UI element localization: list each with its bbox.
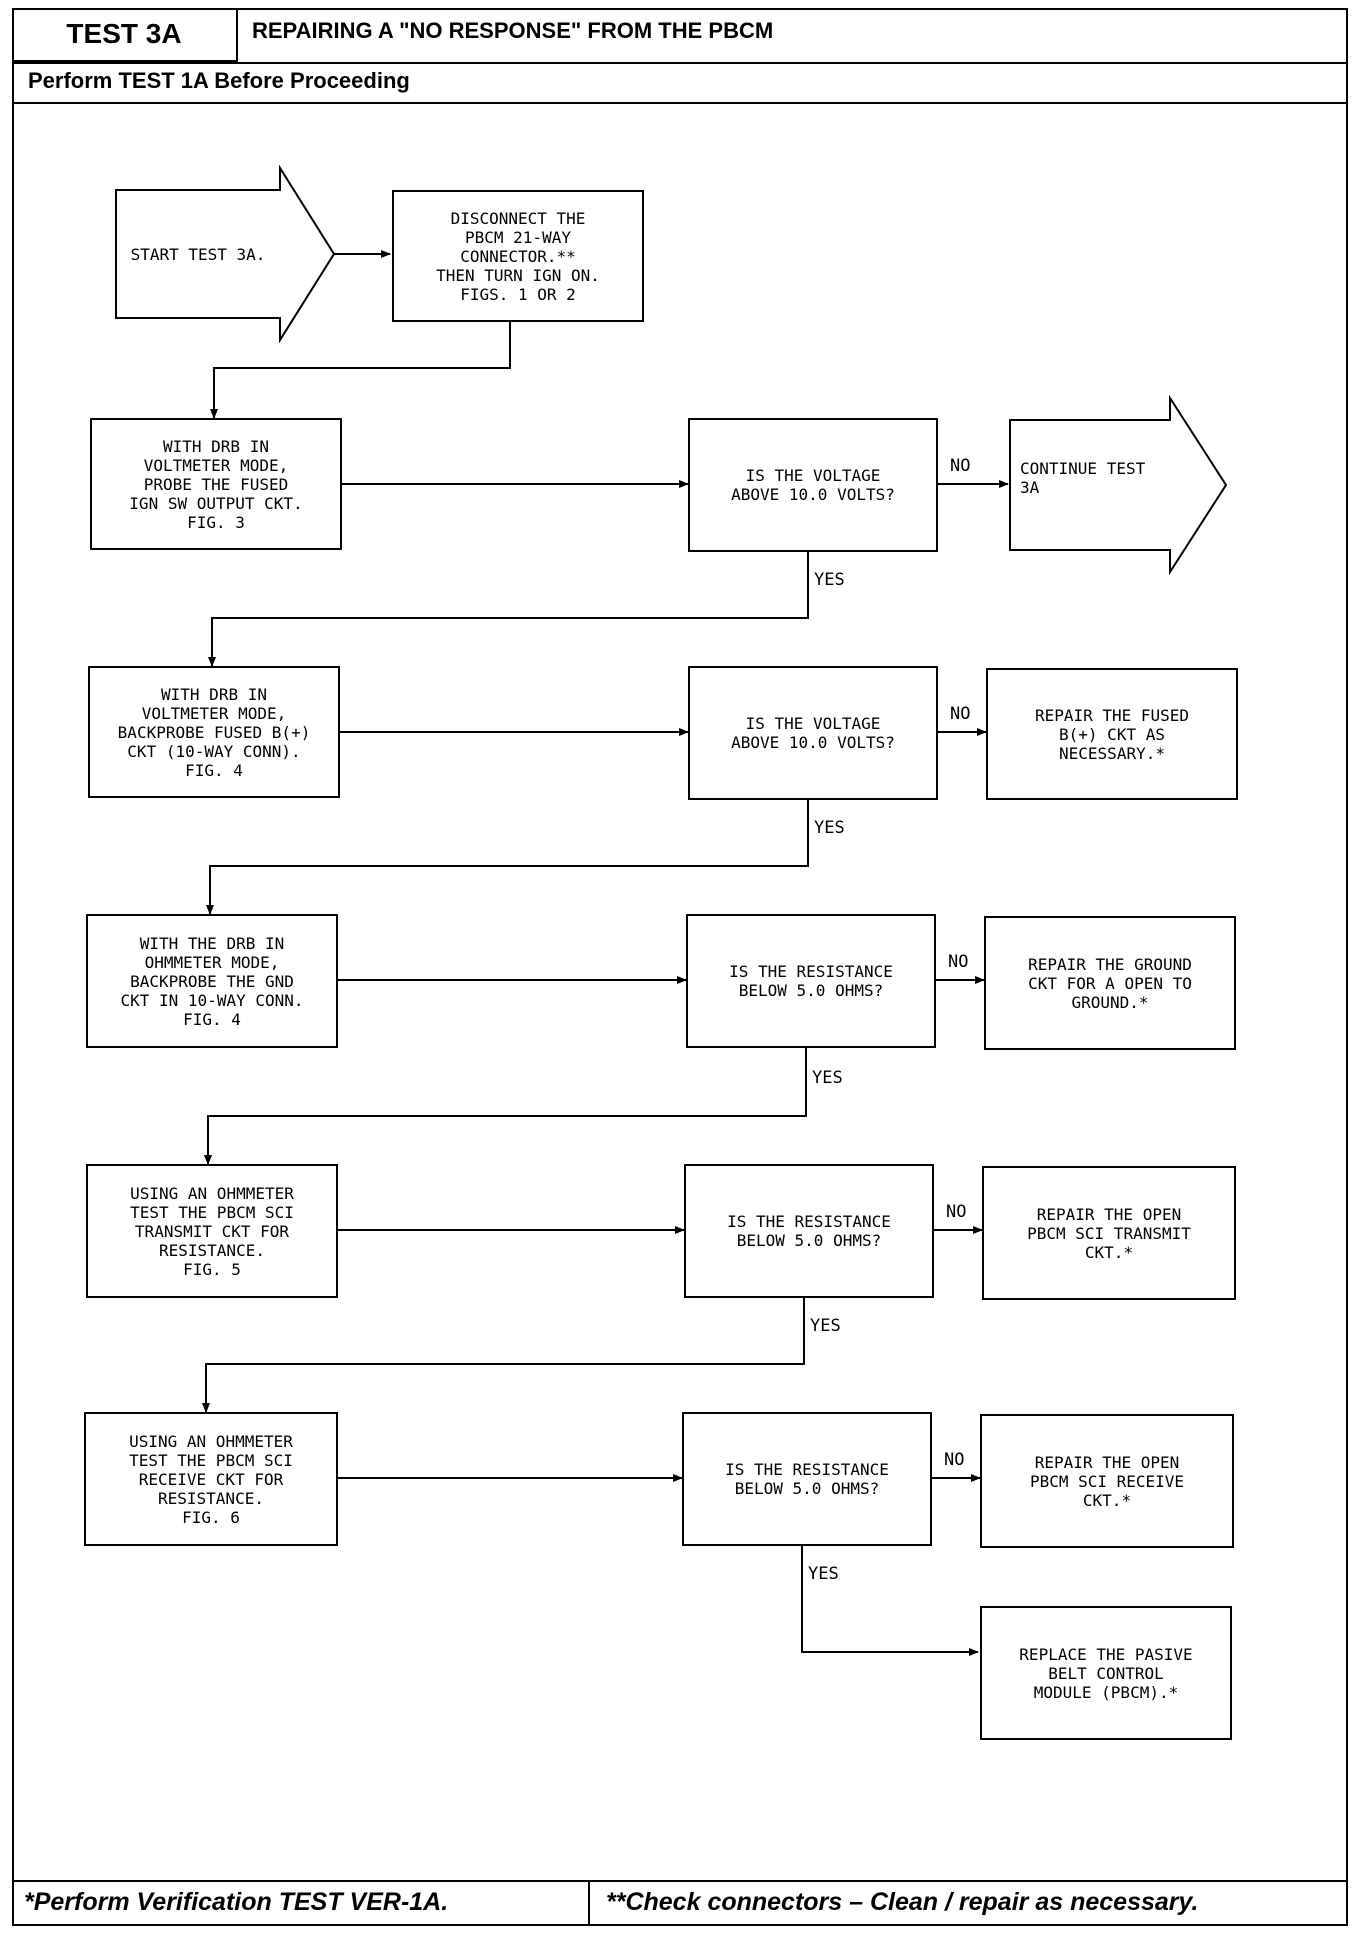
no-label-4: NO: [946, 1202, 967, 1222]
replace-pbcm-box: REPLACE THE PASIVE BELT CONTROL MODULE (…: [980, 1606, 1232, 1740]
step-ground-resistance-box: WITH THE DRB IN OHMMETER MODE, BACKPROBE…: [86, 914, 338, 1048]
footer-divider: [12, 1880, 1348, 1882]
no-label-5: NO: [944, 1450, 965, 1470]
page-frame: [12, 8, 1348, 1926]
step-receive-ckt-box: USING AN OHMMETER TEST THE PBCM SCI RECE…: [84, 1412, 338, 1546]
question-voltage-1: IS THE VOLTAGE ABOVE 10.0 VOLTS?: [688, 418, 938, 552]
no-label-3: NO: [948, 952, 969, 972]
question-resistance-2: IS THE RESISTANCE BELOW 5.0 OHMS?: [684, 1164, 934, 1298]
page-title: REPAIRING A "NO RESPONSE" FROM THE PBCM: [252, 18, 774, 43]
question-voltage-2: IS THE VOLTAGE ABOVE 10.0 VOLTS?: [688, 666, 938, 800]
start-arrow-shape: [115, 164, 336, 344]
step-transmit-ckt-box: USING AN OHMMETER TEST THE PBCM SCI TRAN…: [86, 1164, 338, 1298]
footer-column-divider: [588, 1880, 590, 1926]
no-label-1: NO: [950, 456, 971, 476]
footer-note-verification: *Perform Verification TEST VER-1A.: [24, 1888, 449, 1916]
yes-label-5: YES: [808, 1564, 839, 1584]
question-resistance-3: IS THE RESISTANCE BELOW 5.0 OHMS?: [682, 1412, 932, 1546]
disconnect-box: DISCONNECT THE PBCM 21-WAY CONNECTOR.** …: [392, 190, 644, 322]
repair-receive-box: REPAIR THE OPEN PBCM SCI RECEIVE CKT.*: [980, 1414, 1234, 1548]
repair-transmit-box: REPAIR THE OPEN PBCM SCI TRANSMIT CKT.*: [982, 1166, 1236, 1300]
no-label-2: NO: [950, 704, 971, 724]
yes-label-1: YES: [814, 570, 845, 590]
repair-fused-bplus-box: REPAIR THE FUSED B(+) CKT AS NECESSARY.*: [986, 668, 1238, 800]
start-node-label: START TEST 3A.: [130, 244, 266, 264]
continue-node-label: CONTINUE TEST 3A: [1020, 459, 1146, 497]
test-id-cell: TEST 3A: [12, 8, 238, 62]
repair-ground-box: REPAIR THE GROUND CKT FOR A OPEN TO GROU…: [984, 916, 1236, 1050]
step-bplus-voltage-box: WITH DRB IN VOLTMETER MODE, BACKPROBE FU…: [88, 666, 340, 798]
header-divider-bottom: [12, 102, 1348, 104]
continue-arrow-shape: [1009, 394, 1228, 576]
question-resistance-1: IS THE RESISTANCE BELOW 5.0 OHMS?: [686, 914, 936, 1048]
prerequisite-note: Perform TEST 1A Before Proceeding: [28, 68, 410, 93]
header-divider: [12, 62, 1348, 64]
footer-note-connectors: **Check connectors – Clean / repair as n…: [606, 1888, 1199, 1916]
step-ign-voltage-box: WITH DRB IN VOLTMETER MODE, PROBE THE FU…: [90, 418, 342, 550]
yes-label-2: YES: [814, 818, 845, 838]
yes-label-4: YES: [810, 1316, 841, 1336]
yes-label-3: YES: [812, 1068, 843, 1088]
